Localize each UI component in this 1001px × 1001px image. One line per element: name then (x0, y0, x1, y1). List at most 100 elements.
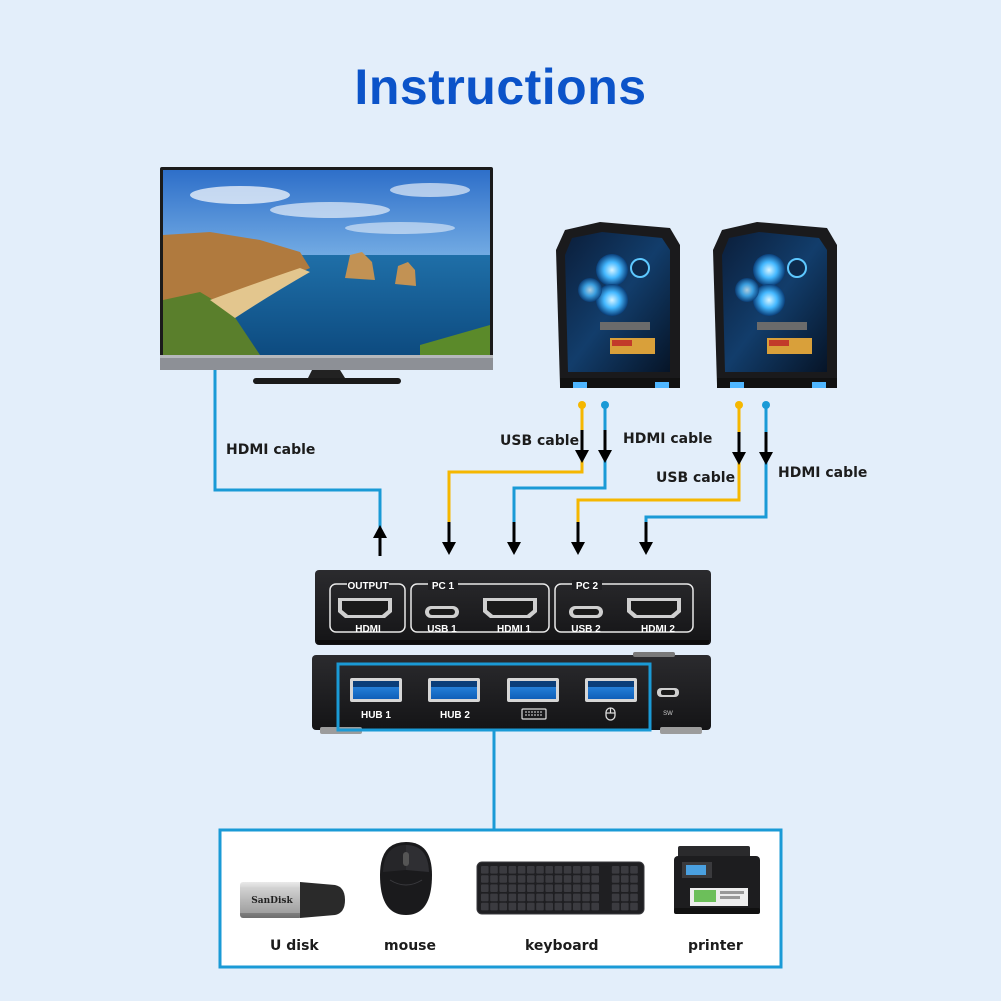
mouse-label: mouse (384, 938, 437, 954)
monitor-hdmi-cable-label: HDMI cable (226, 442, 316, 458)
key (621, 866, 629, 874)
key (591, 866, 599, 874)
key (582, 866, 590, 874)
udisk-label: U disk (270, 938, 319, 954)
key (554, 875, 563, 883)
pc2-usb-cable (576, 405, 741, 530)
key (563, 902, 572, 911)
key (499, 866, 507, 874)
pc2-usb-label: USB 2 (571, 624, 601, 635)
key (490, 884, 498, 892)
arrows (373, 430, 773, 556)
key (517, 866, 526, 874)
pc1-hdmi-label: HDMI 1 (497, 624, 531, 635)
key (499, 884, 507, 892)
key (621, 884, 629, 892)
key (554, 866, 563, 874)
printer-image (674, 846, 760, 914)
key (536, 893, 544, 902)
key (554, 902, 563, 911)
key (554, 893, 563, 902)
mouse-image (380, 842, 432, 915)
key (490, 893, 498, 902)
sw-label: SW (663, 711, 673, 717)
pc-tower-2 (713, 222, 837, 388)
key (545, 875, 553, 883)
key (630, 893, 638, 902)
key (621, 875, 629, 883)
pc1-hdmi-cable (512, 405, 607, 530)
key (517, 893, 526, 902)
hub2-label: HUB 2 (440, 710, 470, 721)
keyboard-port-icon (521, 708, 547, 720)
key (573, 875, 581, 883)
pc2-usb-cable-label: USB cable (656, 470, 736, 486)
key (611, 884, 620, 892)
key (499, 893, 507, 902)
key (573, 902, 581, 911)
hub1-label: HUB 1 (361, 710, 391, 721)
keyboard-label: keyboard (525, 938, 599, 954)
sandisk-label: SanDisk (251, 896, 293, 906)
usb-stick-image: SanDisk (240, 882, 345, 918)
key (621, 902, 629, 911)
key (573, 866, 581, 874)
pc2-hdmi-label: HDMI 2 (641, 624, 675, 635)
key (527, 866, 535, 874)
keyboard-image (476, 861, 645, 915)
pc1-usb-label: USB 1 (427, 624, 457, 635)
usbc-port-shapes (425, 606, 603, 618)
key (499, 902, 507, 911)
key (545, 884, 553, 892)
key (517, 884, 526, 892)
output-hdmi-label: HDMI (355, 624, 381, 635)
key (490, 902, 498, 911)
key (545, 866, 553, 874)
key (563, 866, 572, 874)
key (481, 884, 489, 892)
key (630, 902, 638, 911)
output-group-label: OUTPUT (347, 581, 388, 592)
key (499, 875, 507, 883)
key (527, 884, 535, 892)
mouse-port-icon (605, 707, 616, 721)
pc-tower-1 (556, 222, 680, 388)
key (563, 884, 572, 892)
key (554, 884, 563, 892)
pc2-group-label: PC 2 (576, 581, 599, 592)
key (591, 893, 599, 902)
key (536, 866, 544, 874)
cable-dots (578, 401, 770, 409)
pc2-hdmi-cable-label: HDMI cable (778, 465, 868, 481)
key (582, 902, 590, 911)
key (481, 875, 489, 883)
monitor-hdmi-cable (213, 370, 382, 530)
hdmi-port-shapes (338, 598, 681, 618)
key (582, 893, 590, 902)
key (611, 893, 620, 902)
key (517, 902, 526, 911)
key (508, 875, 517, 883)
key (591, 902, 599, 911)
key (490, 866, 498, 874)
kvm-switch-front: OUTPUT HDMI PC 1 USB 1 HDMI 1 PC 2 USB 2… (315, 570, 711, 645)
key (573, 884, 581, 892)
key (508, 866, 517, 874)
key (591, 875, 599, 883)
key (582, 884, 590, 892)
key (527, 902, 535, 911)
key (630, 875, 638, 883)
pc1-usb-cable-label: USB cable (500, 433, 580, 449)
key (536, 884, 544, 892)
key (582, 875, 590, 883)
key (545, 902, 553, 911)
key (481, 893, 489, 902)
key (611, 902, 620, 911)
printer-label: printer (688, 938, 743, 954)
key (508, 893, 517, 902)
key (508, 884, 517, 892)
kvm-switch-back: HUB 1 HUB 2 SW (312, 652, 711, 734)
pc2-hdmi-cable (644, 405, 768, 530)
